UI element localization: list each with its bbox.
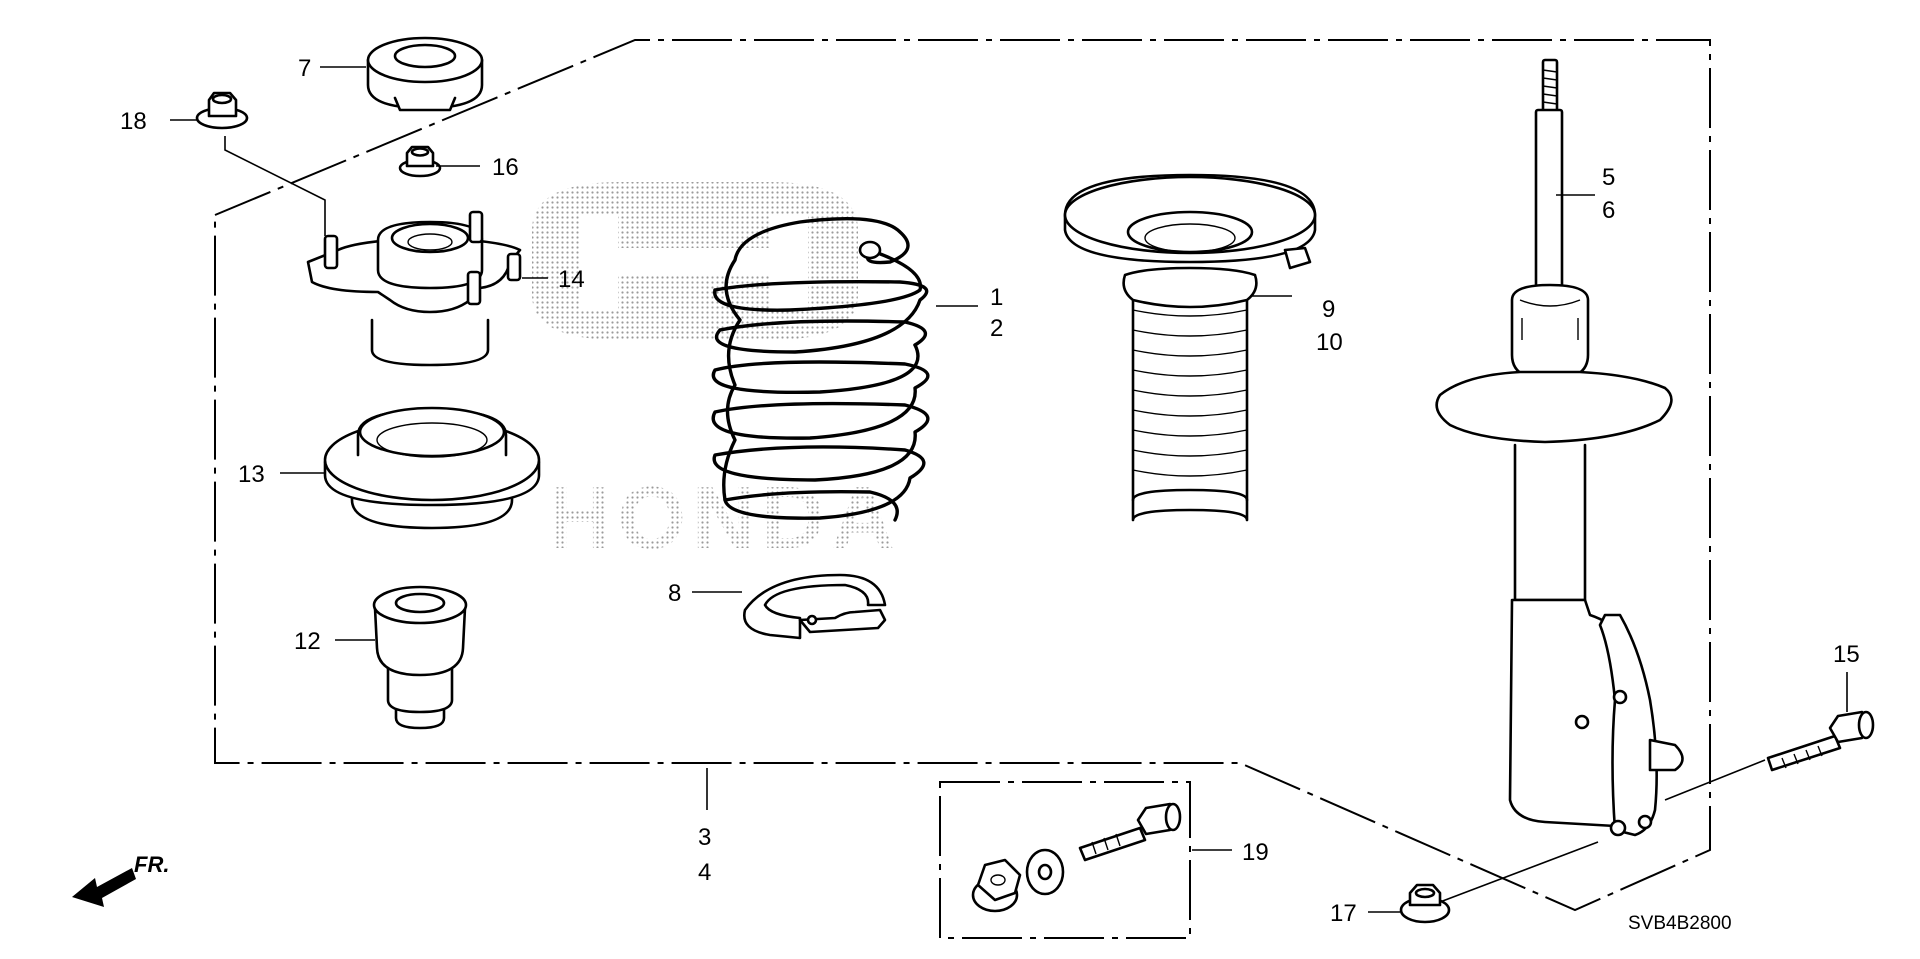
callout-8: 8 xyxy=(668,580,681,607)
callout-10: 10 xyxy=(1316,329,1343,356)
callout-18: 18 xyxy=(120,108,147,135)
part-18-flange-nut xyxy=(195,91,249,130)
callout-2: 2 xyxy=(990,315,1003,342)
callout-14: 14 xyxy=(558,266,585,293)
part-14-mount-base xyxy=(306,210,522,367)
callout-16: 16 xyxy=(492,154,519,181)
part-17-nut xyxy=(1399,883,1451,924)
part-7-cap xyxy=(366,36,484,112)
callout-17: 17 xyxy=(1330,900,1357,927)
callout-1: 1 xyxy=(990,284,1003,311)
part-15-bolt xyxy=(1766,710,1875,772)
callout-labels: 1 2 3 4 5 6 7 8 9 10 12 13 14 15 16 17 1… xyxy=(120,55,1860,927)
kit-bolt xyxy=(1078,802,1182,862)
part-1-2-coil-spring xyxy=(711,216,930,522)
leader-lines xyxy=(170,66,1848,913)
kit-washer xyxy=(1025,848,1065,896)
callout-19: 19 xyxy=(1242,839,1269,866)
callout-12: 12 xyxy=(294,628,321,655)
callout-3: 3 xyxy=(698,824,711,851)
part-16-nut xyxy=(398,145,442,178)
callout-7: 7 xyxy=(298,55,311,82)
callout-13: 13 xyxy=(238,461,265,488)
callout-9: 9 xyxy=(1322,296,1335,323)
part-13-bearing xyxy=(323,406,541,530)
callout-5: 5 xyxy=(1602,164,1615,191)
kit-nut xyxy=(971,858,1022,913)
direction-label: FR. xyxy=(134,852,169,877)
drawing-code: SVB4B2800 xyxy=(1628,913,1732,934)
honda-watermark: HONDA xyxy=(532,182,895,567)
part-5-6-strut xyxy=(1435,58,1684,837)
callout-4: 4 xyxy=(698,859,711,886)
callout-6: 6 xyxy=(1602,197,1615,224)
part-8-spring-seat xyxy=(743,573,887,640)
front-direction-arrow: FR. xyxy=(72,852,169,907)
part-9-10-dust-boot xyxy=(1063,173,1317,522)
strut-assembly-boundary xyxy=(214,39,1711,912)
part-12-bump-stop xyxy=(372,585,468,730)
callout-15: 15 xyxy=(1833,641,1860,668)
part-19-hardware-kit xyxy=(939,781,1191,939)
